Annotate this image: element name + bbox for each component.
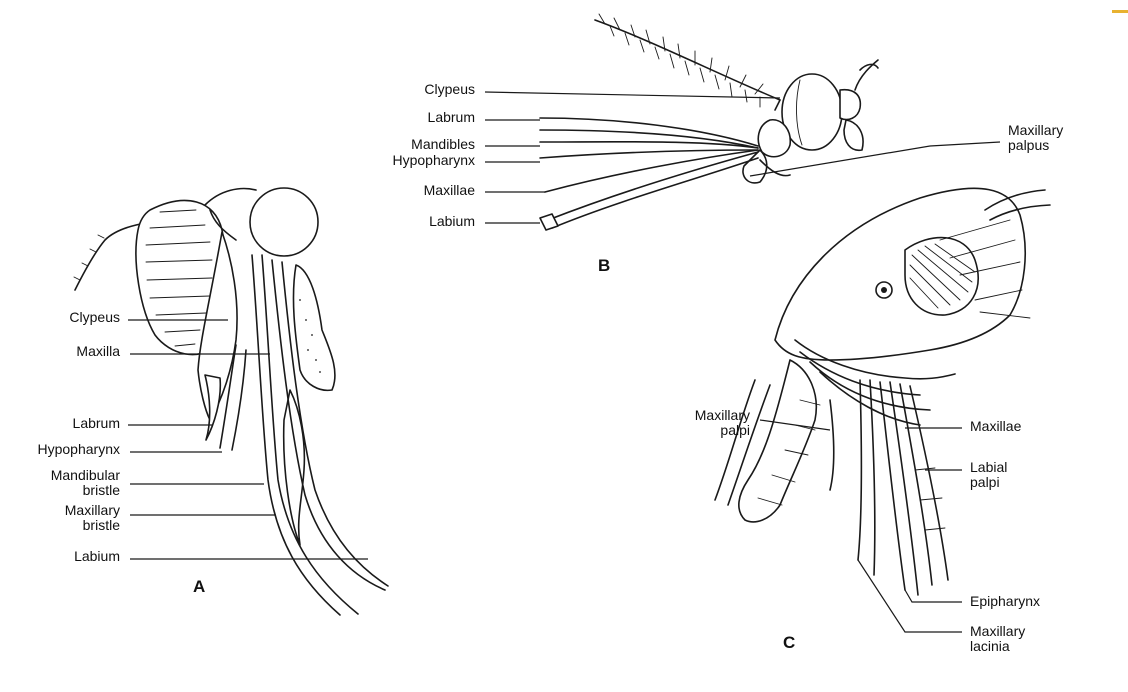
label-a-labium: Labium — [74, 548, 120, 564]
panel-c-drawing — [714, 187, 1051, 596]
label-b-clypeus: Clypeus — [424, 81, 475, 97]
maxillary-bristle-a — [261, 254, 359, 615]
label-b-maxillae: Maxillae — [423, 182, 475, 198]
epipharynx-c — [879, 381, 906, 591]
panel-letter-b: B — [598, 256, 611, 275]
label-b-labrum: Labrum — [427, 109, 475, 125]
hypopharynx-stylet-b — [539, 149, 759, 159]
label-b-hypopharynx: Hypopharynx — [392, 152, 476, 168]
panel-letter-c: C — [783, 633, 796, 652]
maxillary-palpi-c — [738, 359, 817, 523]
accent-mark — [1112, 10, 1128, 13]
label-b-mandibles: Mandibles — [411, 136, 475, 152]
label-c-maxillae: Maxillae — [970, 418, 1022, 434]
label-a-mandibular-bristle: Mandibular bristle — [50, 467, 120, 498]
maxillae-stylet-b — [544, 149, 759, 193]
panel-b-drawing — [539, 13, 879, 231]
label-c-maxillary-palpi: Maxillary palpi — [694, 407, 750, 438]
head-a — [249, 187, 319, 257]
label-a-hypopharynx: Hypopharynx — [37, 441, 121, 457]
label-c-labial-palpi: Labial palpi — [970, 459, 1008, 490]
label-c-epipharynx: Epipharynx — [970, 593, 1041, 609]
mandibles-stylet-b — [539, 140, 759, 149]
label-a-labrum: Labrum — [72, 415, 120, 431]
maxillary-lacinia-c — [857, 379, 863, 561]
label-a-maxillary-bristle: Maxillary bristle — [64, 502, 120, 533]
labium-bristle-a — [271, 259, 386, 591]
labrum-stylet-b — [539, 117, 759, 147]
labial-palpi-c — [909, 385, 949, 581]
labium-b — [547, 151, 759, 221]
panel-letter-a: A — [193, 577, 206, 596]
leader-lines — [128, 91, 1001, 633]
label-b-labium: Labium — [429, 213, 475, 229]
maxillae-c — [899, 383, 933, 586]
panel-a-drawing — [73, 187, 389, 616]
label-c-maxillary-lacinia: Maxillary lacinia — [970, 623, 1026, 654]
label-a-maxilla: Maxilla — [76, 343, 120, 359]
labium-structure-a — [292, 264, 336, 392]
head-c — [774, 187, 1026, 361]
antenna-b — [594, 19, 781, 101]
label-a-clypeus: Clypeus — [69, 309, 120, 325]
label-b-maxillary-palpus: Maxillary palpus — [1008, 122, 1064, 153]
mandibular-bristle-a — [251, 254, 341, 616]
